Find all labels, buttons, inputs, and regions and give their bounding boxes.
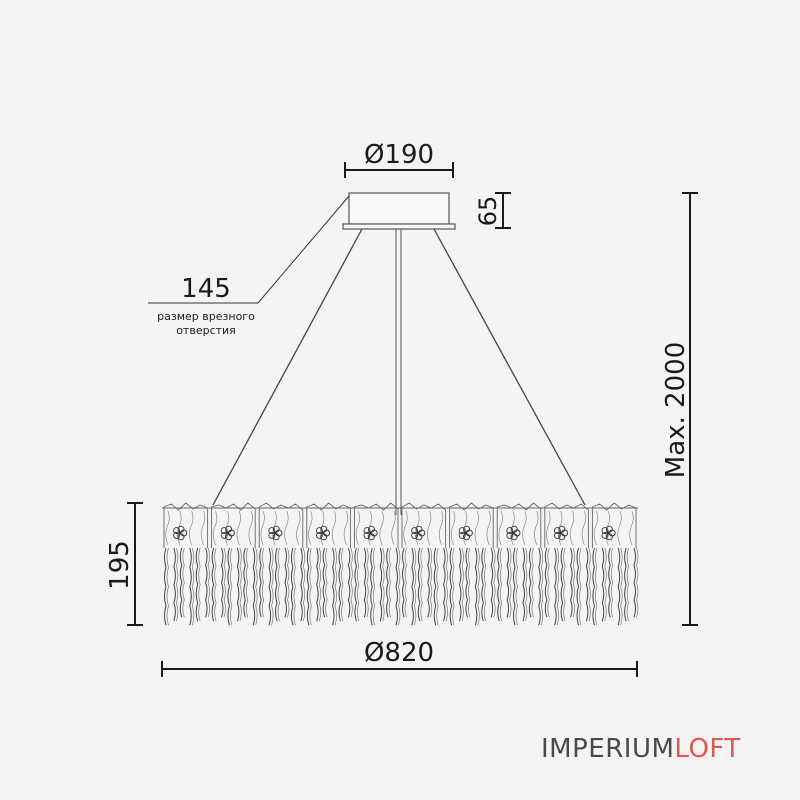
brand-part2: LOFT [674, 734, 741, 764]
crystal-module [496, 502, 544, 626]
canopy-height-dimension: 65 [474, 192, 511, 229]
canopy-height-label: 65 [474, 196, 502, 227]
body-diameter-label: Ø820 [364, 638, 434, 668]
body-diameter-dimension: Ø820 [161, 638, 638, 677]
crystal-module [353, 502, 401, 626]
crystal-module [211, 502, 258, 626]
canopy-diameter-dimension: Ø190 [344, 140, 454, 178]
crystal-module [544, 502, 591, 626]
cutout-note-line2: отверстия [176, 324, 236, 337]
cutout-size-label: 145 [181, 274, 231, 304]
cutout-note-line1: размер врезного [157, 310, 255, 323]
max-height-label: Max. 2000 [661, 342, 691, 478]
max-height-dimension: Max. 2000 [661, 192, 698, 626]
crystal-module [163, 502, 210, 626]
crystal-module [258, 502, 306, 626]
suspension [212, 228, 586, 515]
body-height-dimension: 195 [105, 502, 143, 626]
chandelier-body [162, 502, 639, 626]
canopy [342, 192, 456, 230]
crystal-module [401, 502, 448, 626]
crystal-module [449, 502, 496, 626]
body-height-label: 195 [105, 540, 135, 590]
brand-logo: IMPERIUMLOFT [541, 734, 741, 764]
crystal-module [306, 502, 353, 626]
canopy-diameter-label: Ø190 [364, 140, 434, 170]
brand-part1: IMPERIUM [541, 734, 675, 764]
cutout-dimension: 145 размер врезного отверстия [148, 195, 350, 337]
crystal-module [591, 502, 639, 626]
